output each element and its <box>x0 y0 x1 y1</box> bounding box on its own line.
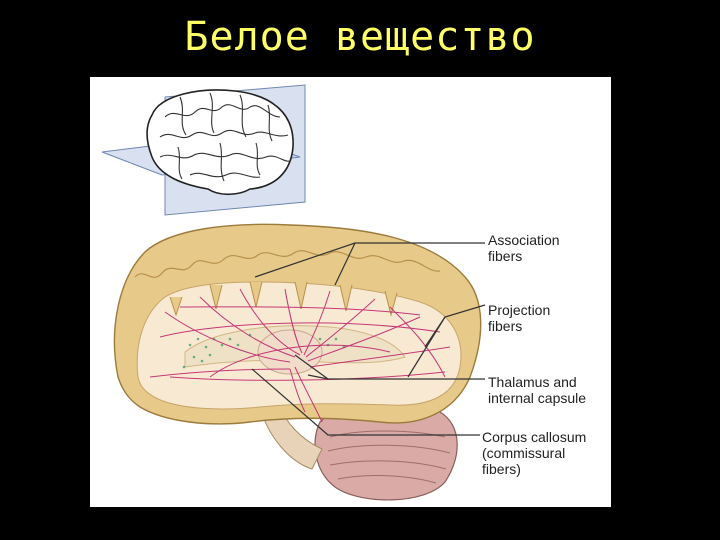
brain-illustration <box>101 84 486 501</box>
label-thalamus-internal-capsule: Thalamus and internal capsule <box>488 374 587 406</box>
brain-section <box>113 223 482 501</box>
fiber-lines <box>149 288 451 423</box>
slide-title: Белое вещество <box>184 14 536 60</box>
label-corpus-callosum: Corpus callosum (commissural fibers) <box>482 429 587 477</box>
label-projection-fibers: Projection fibers <box>488 302 551 334</box>
leader-lines <box>251 242 486 436</box>
label-association-fibers: Association fibers <box>488 232 560 264</box>
brain-figure: Association fibers Projection fibers Tha… <box>90 77 611 507</box>
orientation-brain-icon <box>101 84 306 216</box>
